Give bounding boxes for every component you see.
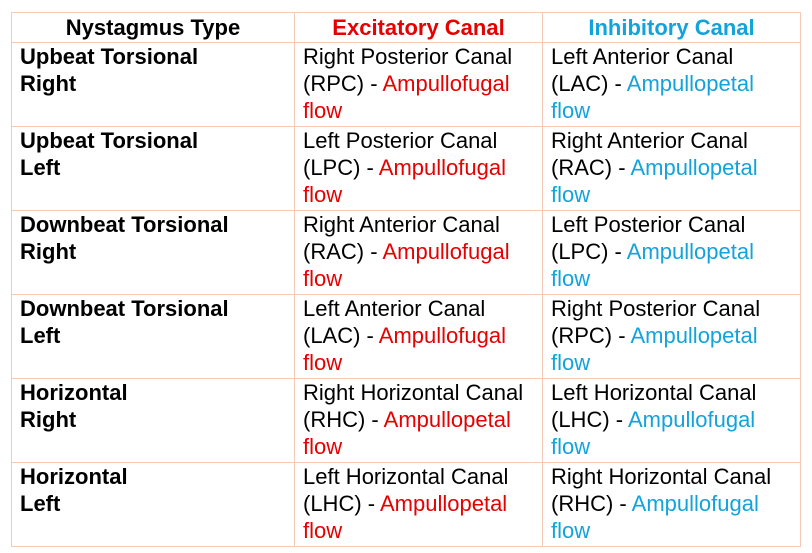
type-line-1: Upbeat Torsional bbox=[20, 44, 199, 69]
inhibitory-canal-cell: Left Posterior Canal (LPC) - Ampullopeta… bbox=[542, 210, 801, 295]
inhibitory-canal-name: Left Posterior Canal (LPC) - bbox=[551, 212, 746, 264]
excitatory-canal-cell: Right Anterior Canal (RAC) - Ampullofuga… bbox=[294, 210, 543, 295]
header-row: Nystagmus Type Excitatory Canal Inhibito… bbox=[11, 12, 801, 43]
inhibitory-canal-name: Right Horizontal Canal (RHC) - bbox=[551, 464, 772, 516]
inhibitory-canal-name: Left Anterior Canal (LAC) - bbox=[551, 44, 734, 96]
excitatory-canal-name: Right Posterior Canal (RPC) - bbox=[303, 44, 513, 96]
inhibitory-canal-cell: Right Anterior Canal (RAC) - Ampullopeta… bbox=[542, 126, 801, 211]
table-header: Nystagmus Type Excitatory Canal Inhibito… bbox=[11, 12, 801, 43]
excitatory-canal-name: Right Anterior Canal (RAC) - bbox=[303, 212, 500, 264]
nystagmus-table-container: Nystagmus Type Excitatory Canal Inhibito… bbox=[11, 12, 801, 547]
type-line-2: Left bbox=[20, 155, 61, 180]
inhibitory-canal-cell: Right Posterior Canal (RPC) - Ampullopet… bbox=[542, 294, 801, 379]
excitatory-canal-cell: Right Horizontal Canal (RHC) - Ampullope… bbox=[294, 378, 543, 463]
excitatory-canal-name: Left Anterior Canal (LAC) - bbox=[303, 296, 486, 348]
type-line-2: Left bbox=[20, 323, 61, 348]
excitatory-flow: Ampullofugal flow bbox=[303, 71, 510, 123]
excitatory-canal-name: Left Horizontal Canal (LHC) - bbox=[303, 464, 509, 516]
nystagmus-table: Nystagmus Type Excitatory Canal Inhibito… bbox=[11, 12, 801, 547]
inhibitory-canal-name: Right Posterior Canal (RPC) - bbox=[551, 296, 761, 348]
inhibitory-canal-cell: Left Horizontal Canal (LHC) - Ampullofug… bbox=[542, 378, 801, 463]
inhibitory-canal-name: Right Anterior Canal (RAC) - bbox=[551, 128, 748, 180]
inhibitory-flow: Ampullopetal flow bbox=[551, 71, 754, 123]
excitatory-flow: Ampullofugal flow bbox=[303, 155, 506, 207]
inhibitory-flow: Ampullopetal flow bbox=[551, 239, 754, 291]
excitatory-canal-name: Right Horizontal Canal (RHC) - bbox=[303, 380, 524, 432]
inhibitory-flow: Ampullopetal flow bbox=[551, 155, 758, 207]
excitatory-canal-cell: Left Posterior Canal (LPC) - Ampullofuga… bbox=[294, 126, 543, 211]
type-line-2: Right bbox=[20, 71, 77, 96]
type-line-2: Right bbox=[20, 239, 77, 264]
type-line-1: Downbeat Torsional bbox=[20, 212, 229, 237]
type-line-1: Horizontal bbox=[20, 380, 128, 405]
excitatory-canal-cell: Left Anterior Canal (LAC) - Ampullofugal… bbox=[294, 294, 543, 379]
excitatory-canal-cell: Left Horizontal Canal (LHC) - Ampullopet… bbox=[294, 462, 543, 547]
inhibitory-flow: Ampullopetal flow bbox=[551, 323, 758, 375]
excitatory-flow: Ampullopetal flow bbox=[303, 407, 511, 459]
type-line-2: Right bbox=[20, 407, 77, 432]
excitatory-flow: Ampullofugal flow bbox=[303, 239, 510, 291]
excitatory-flow: Ampullofugal flow bbox=[303, 323, 506, 375]
inhibitory-flow: Ampullofugal flow bbox=[551, 407, 756, 459]
inhibitory-canal-cell: Left Anterior Canal (LAC) - Ampullopetal… bbox=[542, 42, 801, 127]
type-line-1: Horizontal bbox=[20, 464, 128, 489]
excitatory-flow: Ampullopetal flow bbox=[303, 491, 508, 543]
excitatory-canal-cell: Right Posterior Canal (RPC) - Ampullofug… bbox=[294, 42, 543, 127]
header-nystagmus-type: Nystagmus Type bbox=[11, 12, 295, 43]
type-line-2: Left bbox=[20, 491, 61, 516]
header-excitatory-canal: Excitatory Canal bbox=[294, 12, 543, 43]
inhibitory-flow: Ampullofugal flow bbox=[551, 491, 759, 543]
header-inhibitory-canal: Inhibitory Canal bbox=[542, 12, 801, 43]
inhibitory-canal-name: Left Horizontal Canal (LHC) - bbox=[551, 380, 757, 432]
type-line-1: Upbeat Torsional bbox=[20, 128, 199, 153]
type-line-1: Downbeat Torsional bbox=[20, 296, 229, 321]
excitatory-canal-name: Left Posterior Canal (LPC) - bbox=[303, 128, 498, 180]
inhibitory-canal-cell: Right Horizontal Canal (RHC) - Ampullofu… bbox=[542, 462, 801, 547]
